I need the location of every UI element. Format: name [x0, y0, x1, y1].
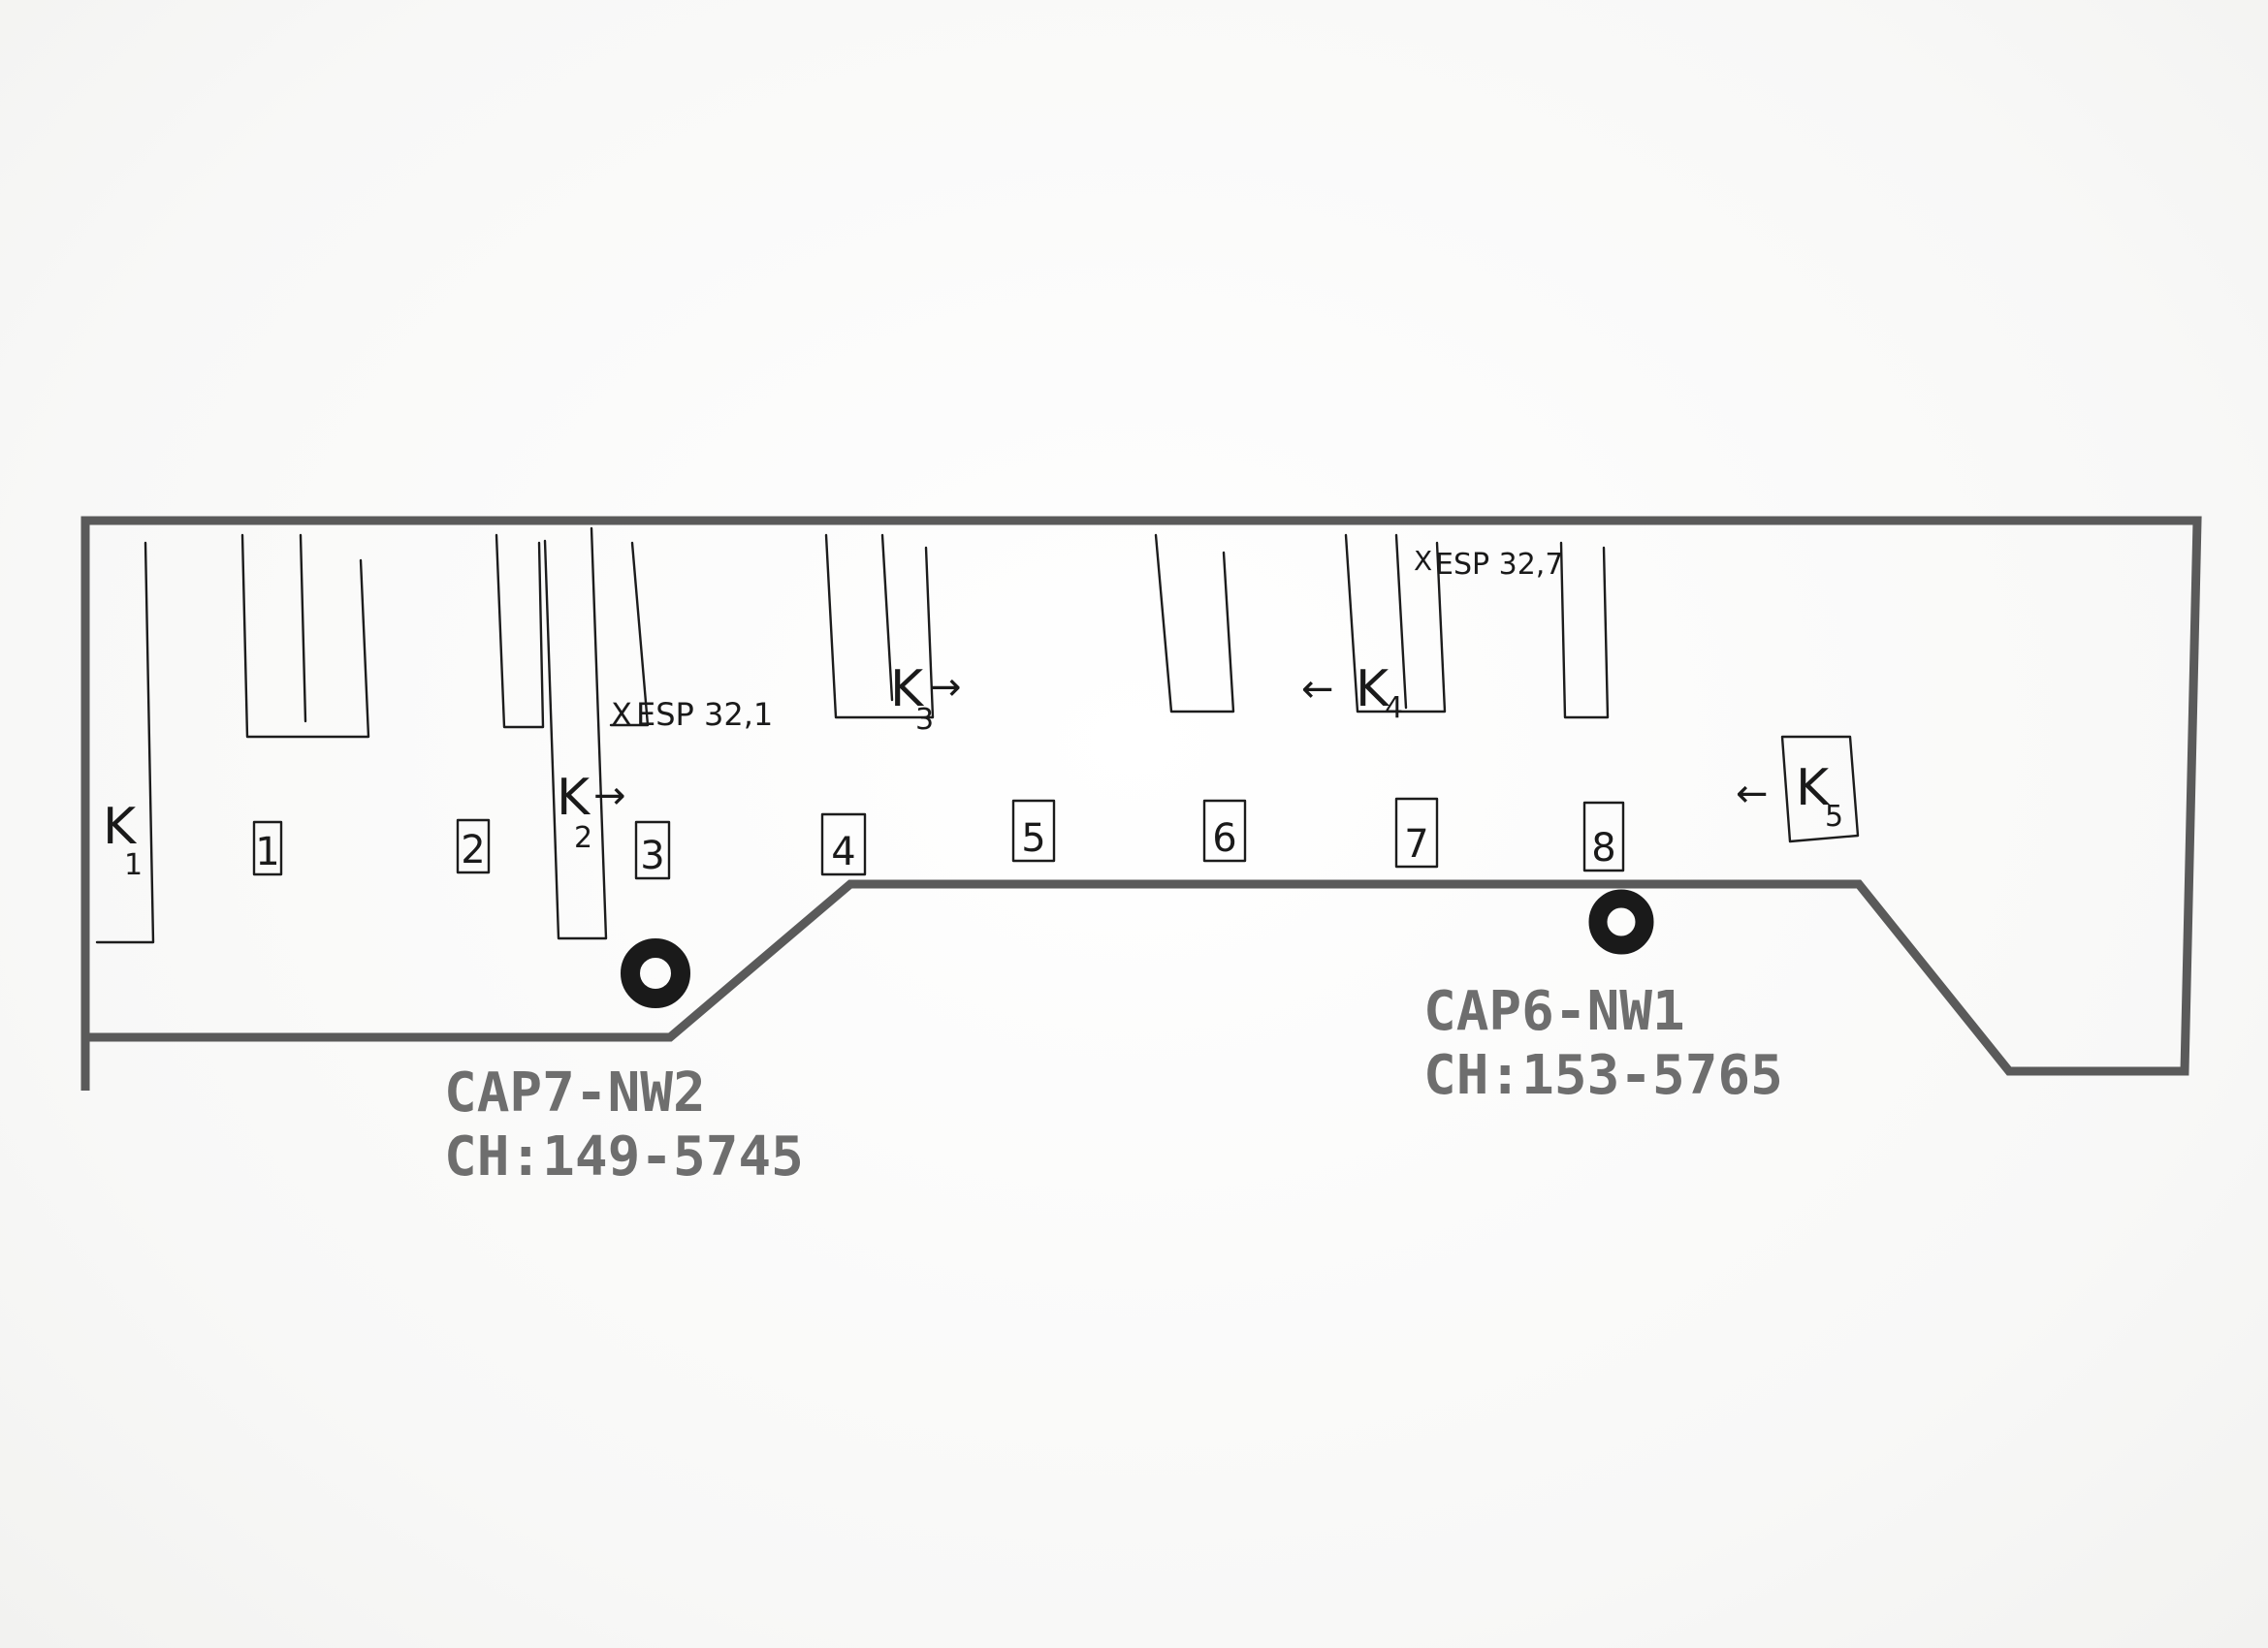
- room-number-4: 4: [831, 830, 855, 874]
- svg-text:ESP 32,1: ESP 32,1: [636, 696, 773, 733]
- svg-text:K: K: [890, 660, 925, 718]
- room-number-3: 3: [640, 834, 664, 878]
- bay-4: [824, 533, 935, 719]
- room-number-6: 6: [1212, 816, 1236, 861]
- esp-32-7-x-mark: X: [1414, 545, 1432, 577]
- room-box-5: [1011, 799, 1056, 863]
- k5-label: ← K 5: [1736, 759, 1843, 834]
- svg-text:K: K: [1796, 759, 1831, 817]
- svg-text:K: K: [1356, 660, 1390, 718]
- cap6-label: CAP6-NW1 CH:153-5765: [1423, 980, 1783, 1107]
- k2-arrow: →: [593, 774, 626, 818]
- cap7-label: CAP7-NW2 CH:149-5745: [444, 1062, 804, 1188]
- bay-4-divider: [880, 533, 894, 702]
- cap6-channel: CH:153-5765: [1423, 1044, 1783, 1107]
- room-box-4: [820, 812, 867, 876]
- room-numbers: 1 2 3 4 5 6 7 8: [255, 816, 1615, 878]
- room-number-5: 5: [1021, 816, 1045, 861]
- room-box-3: [634, 820, 671, 880]
- room-box-1: [252, 820, 283, 876]
- esp-32-1-x-mark: X: [611, 696, 632, 733]
- hand-drawn-bays: [95, 526, 1860, 944]
- svg-text:K: K: [557, 769, 591, 827]
- k2-label: K 2 →: [557, 769, 626, 855]
- k1-label: K 1: [103, 798, 143, 882]
- outer-wall: [80, 516, 2202, 1091]
- bay-8: [1559, 541, 1610, 719]
- svg-text:4: 4: [1385, 691, 1403, 725]
- bay-1: [240, 533, 370, 739]
- k3-label: K 3 →: [890, 660, 962, 737]
- room-box-8: [1582, 801, 1625, 872]
- cap7-marker-icon: [621, 938, 690, 1008]
- room-number-1: 1: [255, 830, 279, 874]
- svg-text:5: 5: [1825, 800, 1843, 834]
- esp-32-7-label: X ESP 32,7: [1414, 545, 1563, 582]
- bay-7-divider: [1394, 533, 1408, 710]
- room-number-8: 8: [1591, 826, 1615, 871]
- k3-arrow: →: [929, 665, 962, 710]
- svg-text:ESP 32,7: ESP 32,7: [1435, 548, 1563, 582]
- bay-k1: [95, 541, 155, 944]
- room-box-6: [1202, 799, 1247, 863]
- bay-6: [1154, 533, 1235, 713]
- svg-text:2: 2: [574, 821, 592, 855]
- room-number-2: 2: [461, 828, 485, 872]
- bay-k2: [543, 526, 608, 940]
- svg-text:K: K: [103, 798, 138, 856]
- cap6-marker-icon: [1588, 889, 1654, 955]
- cap7-name: CAP7-NW2: [444, 1062, 706, 1125]
- bay-3: [609, 541, 650, 727]
- k5-box: [1780, 735, 1860, 843]
- access-point-labels: CAP7-NW2 CH:149-5745 CAP6-NW1 CH:153-576…: [444, 980, 1783, 1188]
- cap7-channel: CH:149-5745: [444, 1125, 804, 1188]
- svg-text:3: 3: [915, 703, 934, 737]
- k4-arrow: ←: [1301, 667, 1334, 712]
- esp-32-1-label: X ESP 32,1: [611, 696, 773, 733]
- room-number-boxes: [252, 797, 1625, 880]
- bay-2: [495, 533, 545, 729]
- k4-label: ← K 4: [1301, 660, 1403, 725]
- cap6-name: CAP6-NW1: [1423, 980, 1685, 1043]
- k5-arrow: ←: [1736, 772, 1769, 816]
- room-box-7: [1394, 797, 1439, 869]
- room-box-2: [456, 818, 491, 874]
- room-number-7: 7: [1404, 822, 1428, 867]
- svg-text:1: 1: [124, 848, 143, 882]
- printed-walls: [80, 516, 2202, 1091]
- k-labels: K 1 K 2 → K 3 → ← K 4 ← K 5: [103, 660, 1843, 882]
- bay-1-divider: [299, 533, 307, 723]
- bay-7: [1344, 533, 1447, 713]
- esp-labels: X ESP 32,1 X ESP 32,7: [611, 545, 1563, 733]
- access-point-markers: [621, 889, 1654, 1008]
